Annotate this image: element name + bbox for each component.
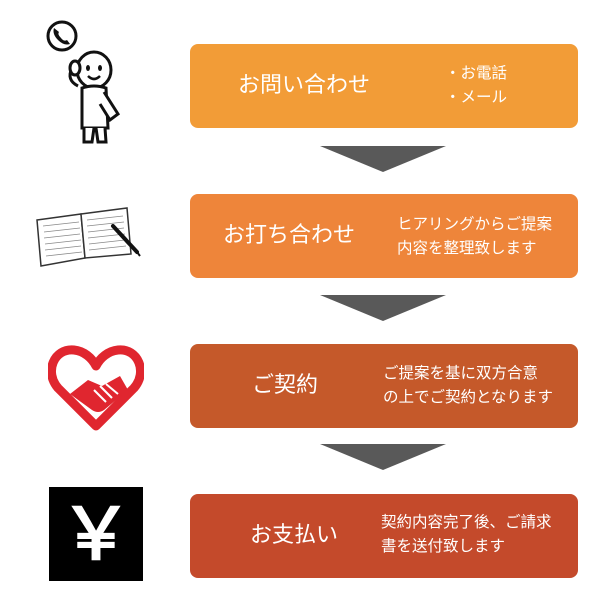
step-title: お問い合わせ (238, 73, 371, 98)
step-description-line: 契約内容完了後、ご請求 (381, 513, 552, 531)
step-title: お打ち合わせ (223, 223, 356, 248)
step-description: ヒアリングからご提案 内容を整理致します (397, 212, 552, 260)
step-box-payment: お支払い 契約内容完了後、ご請求 書を送付致します (190, 494, 578, 578)
step-description-line: 内容を整理致します (397, 239, 537, 257)
step-description: ご提案を基に双方合意 の上でご契約となります (383, 361, 553, 409)
step-description-line: ・メール (445, 88, 508, 106)
step-description: 契約内容完了後、ご請求 書を送付致します (381, 510, 552, 558)
phone-call-person-icon (46, 20, 121, 144)
step-box-contract: ご契約 ご提案を基に双方合意 の上でご契約となります (190, 344, 578, 428)
step-description-line: ヒアリングからご提案 (397, 215, 553, 233)
step-description-line: ・お電話 (445, 64, 508, 82)
flow-arrow-down (320, 444, 446, 470)
step-description-line: ご提案を基に双方合意 (383, 364, 539, 382)
step-title: ご契約 (252, 373, 319, 398)
notebook-pen-icon (36, 207, 141, 267)
step-description: ・お電話 ・メール (445, 61, 507, 109)
step-box-inquiry: お問い合わせ ・お電話 ・メール (190, 44, 578, 128)
step-title: お支払い (250, 523, 339, 548)
yen-icon: ￥ (49, 487, 143, 581)
heart-handshake-icon (48, 345, 144, 431)
yen-symbol: ￥ (59, 492, 132, 576)
flow-arrow-down (320, 146, 446, 172)
step-description-line: の上でご契約となります (383, 388, 554, 406)
step-description-line: 書を送付致します (381, 537, 506, 555)
flow-arrow-down (320, 295, 446, 321)
step-box-meeting: お打ち合わせ ヒアリングからご提案 内容を整理致します (190, 194, 578, 278)
